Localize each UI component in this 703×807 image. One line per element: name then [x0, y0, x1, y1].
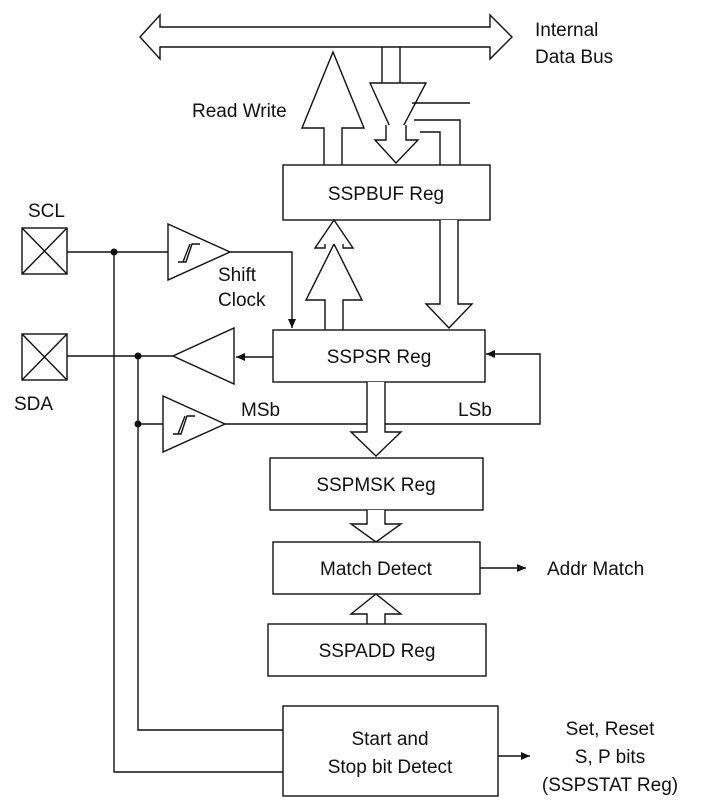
- sspadd-reg-box: [267, 623, 487, 677]
- write-tristate-buffer: [368, 82, 428, 142]
- scl-schmitt-buffer: [167, 222, 232, 282]
- sspbuf-reg-label: SSPBUF Reg: [328, 184, 444, 205]
- clock-label: Clock: [218, 290, 266, 311]
- match-detect-box: [272, 541, 481, 595]
- sspbuf-to-sspsr-arrow: [424, 220, 474, 330]
- sspadd-to-match-arrow: [349, 593, 403, 624]
- scl-schmitt-symbol: [178, 243, 200, 263]
- write-path-to-sspbuf: [373, 125, 420, 165]
- internal-data-bus-label-line1: Internal: [535, 20, 598, 41]
- write-enable-lines: [412, 102, 470, 165]
- scl-to-start-stop-wire: [113, 252, 283, 773]
- sda-vertical-wire: [137, 356, 283, 731]
- shift-label: Shift: [218, 265, 257, 286]
- read-write-label: Read Write: [192, 101, 287, 122]
- sspsr-reg-box: [272, 329, 486, 383]
- sspmsk-reg-box: [269, 457, 484, 511]
- start-stop-label-line1: Start and: [351, 729, 428, 750]
- shift-clock-wire: [230, 251, 296, 328]
- sda-schmitt-symbol: [173, 415, 195, 435]
- sspadd-reg-label: SSPADD Reg: [319, 641, 436, 662]
- write-path-stem: [381, 47, 401, 83]
- scl-label: SCL: [28, 201, 65, 222]
- sspsr-to-sspmsk-arrow: [349, 382, 403, 457]
- sda-label: SDA: [14, 394, 53, 415]
- sspmsk-reg-label: SSPMSK Reg: [316, 475, 435, 496]
- sspsr-to-sspbuf-arrow-head: [313, 218, 355, 249]
- addr-match-label: Addr Match: [547, 559, 644, 580]
- match-detect-label: Match Detect: [320, 559, 433, 580]
- sspsr-to-sspbuf-arrow: [304, 242, 364, 330]
- set-reset-label-line1: Set, Reset: [566, 719, 655, 740]
- sda-output-driver: [171, 326, 235, 386]
- read-path-arrow: [300, 50, 366, 165]
- sspmsk-to-match-arrow: [348, 510, 404, 543]
- msb-label: MSb: [241, 400, 280, 421]
- sspsr-reg-label: SSPSR Reg: [327, 347, 432, 368]
- internal-data-bus-arrow: [139, 13, 513, 61]
- start-stop-label-line2: Stop bit Detect: [328, 757, 453, 778]
- sda-input-schmitt-buffer: [162, 394, 227, 454]
- internal-data-bus-label-line2: Data Bus: [535, 47, 613, 68]
- set-reset-label-line3: (SSPSTAT Reg): [542, 775, 678, 796]
- lsb-label: LSb: [458, 400, 492, 421]
- sda-pin-cross: [21, 333, 68, 381]
- start-stop-detect-box: [282, 705, 499, 797]
- scl-pin-cross: [21, 227, 68, 275]
- set-reset-label-line2: S, P bits: [575, 747, 645, 768]
- sspbuf-reg-box: [282, 164, 491, 221]
